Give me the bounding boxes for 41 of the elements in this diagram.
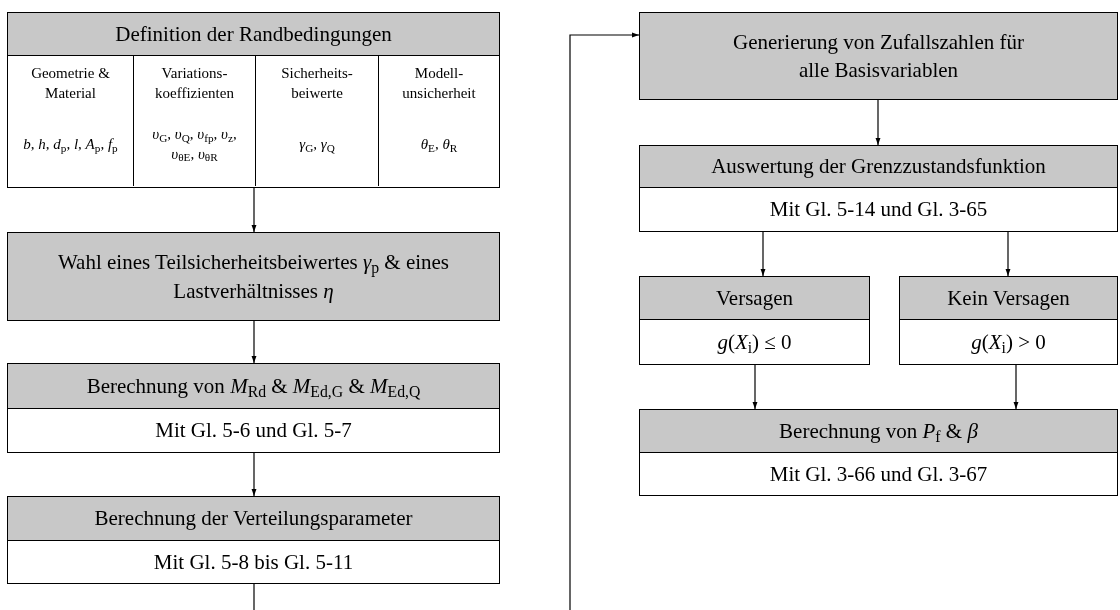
arrow — [760, 231, 766, 277]
arrow — [1005, 231, 1011, 277]
box-heading: Berechnung von M$_{Rd}$ & M$_{Ed,G}$ & M$_{Ed,Q}$ — [86, 372, 421, 400]
arrow — [569, 32, 640, 610]
cell-heading: Modell- unsicherheit — [401, 64, 477, 103]
box-heading: Berechnung von P$_{f}$ & β — [779, 417, 978, 445]
symbol-list: θ$_{E}$, θ$_{R}$ — [383, 134, 495, 155]
arrow — [752, 364, 758, 410]
box-text: g(X$_{i}$) > 0 — [971, 328, 1046, 356]
cell-heading: Sicherheits- beiwerte — [280, 64, 354, 103]
process-box — [639, 409, 1118, 496]
box-heading: Kein Versagen — [947, 284, 1070, 312]
arrow — [251, 452, 257, 497]
arrow — [251, 187, 257, 233]
box-text: Mit Gl. 5-6 und Gl. 5-7 — [155, 417, 352, 444]
box-heading: Berechnung der Verteilungsparameter — [94, 505, 413, 532]
box-heading: Definition der Randbedingungen — [115, 20, 392, 48]
box-text: Mit Gl. 3-66 und Gl. 3-67 — [769, 460, 988, 488]
arrow — [875, 99, 881, 146]
box-heading: Auswertung der Grenzzustandsfunktion — [711, 153, 1046, 180]
arrow — [1013, 364, 1019, 410]
box-text: Mit Gl. 5-14 und Gl. 3-65 — [769, 196, 988, 223]
process-box — [7, 496, 500, 584]
arrow — [251, 320, 257, 364]
symbol-list: b, h, d$_{p}$, l, A$_{p}$, f$_{p}$ — [14, 134, 127, 155]
box-heading: Versagen — [716, 284, 793, 312]
process-box — [899, 276, 1118, 365]
process-box — [639, 12, 1118, 100]
process-box — [639, 276, 870, 365]
symbol-list: γ$_{G}$, γ$_{Q}$ — [261, 134, 373, 155]
box-heading: Generierung von Zufallszahlen für alle Basisvariablen — [732, 28, 1025, 84]
process-box — [7, 363, 500, 453]
box-text: g(X$_{i}$) ≤ 0 — [717, 328, 792, 356]
box-text: Mit Gl. 5-8 bis Gl. 5-11 — [153, 548, 354, 576]
box-heading: Wahl eines Teilsicherheitsbeiwertes γ$_{p}$ & eines Lastverhältnisses η — [56, 249, 451, 305]
cell-heading: Variations- koeffizienten — [154, 64, 235, 103]
cell-heading: Geometrie & Material — [30, 64, 111, 103]
process-box — [7, 12, 500, 188]
process-box — [639, 145, 1118, 232]
process-box — [7, 232, 500, 321]
symbol-list: υ$_{G}$, υ$_{Q}$, υ$_{fp}$, υ$_{z}$, υ$_{θE}$, υ$_{θR}$ — [144, 125, 245, 164]
